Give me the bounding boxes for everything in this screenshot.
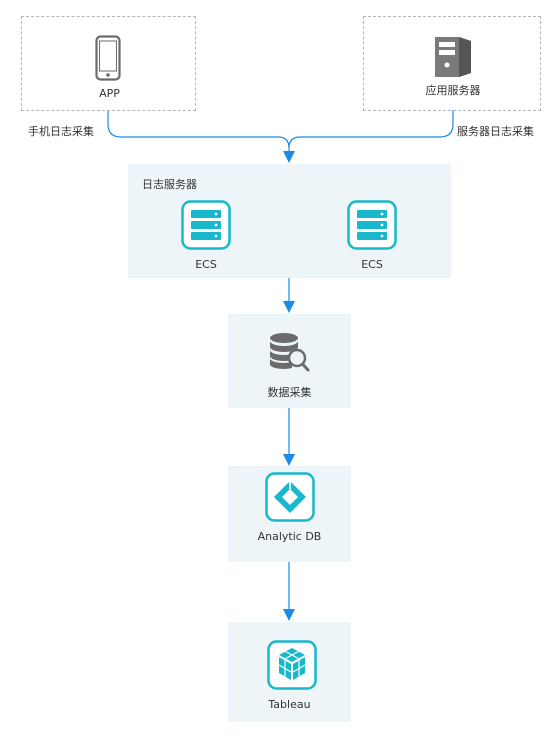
log-servers-title: 日志服务器 — [142, 178, 197, 191]
server-log-collection-label: 服务器日志采集 — [457, 125, 534, 138]
analyticdb-icon — [265, 472, 315, 522]
data-collection-panel: 数据采集 — [228, 314, 351, 408]
tableau-label: Tableau — [268, 698, 311, 711]
connector-server-to-merge — [288, 110, 454, 149]
analyticdb-panel: Analytic DB — [228, 466, 351, 562]
app-server-box: 应用服务器 — [363, 16, 541, 111]
tableau-icon — [267, 640, 317, 690]
database-search-icon — [270, 333, 310, 372]
connector-app-to-merge — [107, 110, 290, 158]
arrowhead-to-logservers — [283, 151, 295, 163]
server-tower-icon — [435, 37, 471, 77]
tableau-panel: Tableau — [228, 622, 351, 722]
log-servers-panel: 日志服务器 ECS ECS — [128, 164, 451, 278]
app-label: APP — [99, 87, 120, 100]
ecs-label-2: ECS — [361, 258, 383, 271]
ecs-server-icon — [181, 200, 231, 250]
app-box: APP — [21, 16, 196, 111]
ecs-server-icon — [347, 200, 397, 250]
data-collection-label: 数据采集 — [267, 386, 312, 399]
ecs-label-1: ECS — [195, 258, 217, 271]
mobile-phone-icon — [95, 35, 121, 81]
mobile-log-collection-label: 手机日志采集 — [28, 125, 94, 138]
arrowhead-to-collection — [283, 301, 295, 313]
arrowhead-to-analyticdb — [283, 454, 295, 466]
analyticdb-label: Analytic DB — [257, 530, 322, 543]
app-server-label: 应用服务器 — [425, 84, 481, 97]
arrowhead-to-tableau — [283, 609, 295, 621]
